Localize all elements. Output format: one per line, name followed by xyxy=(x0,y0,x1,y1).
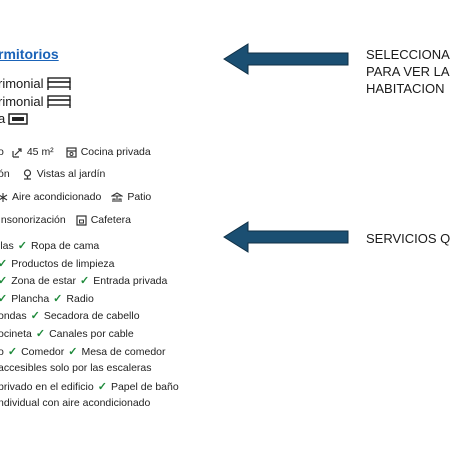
bed-row: rimonial xyxy=(0,94,71,109)
amenity-text: llas xyxy=(0,239,14,252)
sofa-bed-icon xyxy=(8,112,28,125)
facility-text: ón xyxy=(0,168,10,180)
check-icon: ✓ xyxy=(97,381,107,393)
facility-text: Vistas al jardín xyxy=(36,168,106,180)
check-icon: ✓ xyxy=(53,293,63,305)
amenity-row: ndividual con aire acondicionado xyxy=(0,397,150,409)
callout-top: SELECCIONA PARA VER LA HABITACION xyxy=(366,46,450,97)
amenity-row: ✓ Zona de estar ✓ Entrada privada xyxy=(0,274,168,288)
amenity-text: o xyxy=(0,345,4,358)
bed-row: a xyxy=(0,111,28,126)
amenity-text: ocineta xyxy=(0,327,32,340)
facility-text: Cocina privada xyxy=(80,146,151,158)
amenity-row: llas ✓ Ropa de cama xyxy=(0,239,100,253)
bed-row: rimonial xyxy=(0,76,71,91)
amenity-text: ndividual con aire acondicionado xyxy=(0,397,151,409)
check-icon: ✓ xyxy=(0,258,8,270)
left-arrow-icon xyxy=(222,220,350,254)
double-bed-icon xyxy=(46,77,71,90)
coffee-maker-icon xyxy=(76,214,87,226)
garden-view-icon xyxy=(22,168,33,180)
facility-text: Cafetera xyxy=(90,214,131,226)
amenity-row: ✓ Productos de limpieza xyxy=(0,257,115,271)
facility-text: o xyxy=(0,146,4,158)
callout-line: HABITACION xyxy=(366,81,445,96)
amenity-row: ✓ Plancha ✓ Radio xyxy=(0,292,94,306)
check-icon: ✓ xyxy=(0,293,8,305)
bed-label: rimonial xyxy=(0,76,44,91)
amenity-text: Mesa de comedor xyxy=(81,345,166,358)
check-icon: ✓ xyxy=(68,346,78,358)
check-icon: ✓ xyxy=(7,346,18,358)
amenity-text: Plancha xyxy=(11,292,50,305)
check-icon: ✓ xyxy=(35,328,46,340)
kitchen-icon xyxy=(66,146,77,158)
check-icon: ✓ xyxy=(0,275,8,287)
facility-row: o 45 m² Cocina privada xyxy=(0,146,151,158)
amenity-text: Secadora de cabello xyxy=(43,309,140,322)
amenity-text: accesibles solo por las escaleras xyxy=(0,362,152,374)
amenity-text: Radio xyxy=(66,292,94,305)
check-icon: ✓ xyxy=(30,310,40,322)
facility-row: ón Vistas al jardín xyxy=(0,168,105,180)
facility-row: Insonorización Cafetera xyxy=(0,214,131,226)
snowflake-icon xyxy=(0,192,8,203)
section-title-link[interactable]: rmitorios xyxy=(0,46,59,62)
amenity-text: Zona de estar xyxy=(11,274,77,287)
facility-text: Patio xyxy=(127,191,152,203)
amenity-text: Productos de limpieza xyxy=(11,257,115,270)
amenity-text: Canales por cable xyxy=(49,327,134,340)
amenity-row: ondas ✓ Secadora de cabello xyxy=(0,309,140,323)
amenity-text: Comedor xyxy=(21,345,65,358)
amenity-text: Entrada privada xyxy=(93,274,168,287)
bed-label: a xyxy=(0,111,6,126)
amenity-row: privado en el edificio ✓ Papel de baño xyxy=(0,380,179,394)
patio-icon xyxy=(111,191,124,203)
amenity-row: accesibles solo por las escaleras xyxy=(0,362,152,374)
callout-line: PARA VER LA xyxy=(366,64,450,79)
bed-label: rimonial xyxy=(0,94,44,109)
facility-text: Insonorización xyxy=(0,214,66,226)
amenity-row: ocineta ✓ Canales por cable xyxy=(0,327,134,341)
amenity-text: privado en el edificio xyxy=(0,380,94,393)
amenity-row: o ✓ Comedor ✓ Mesa de comedor xyxy=(0,345,166,359)
amenity-text: ondas xyxy=(0,309,27,322)
facility-text: Aire acondicionado xyxy=(12,191,102,203)
facility-row: Aire acondicionado Patio xyxy=(0,191,151,203)
amenity-text: Ropa de cama xyxy=(30,239,100,252)
double-bed-icon xyxy=(46,95,71,108)
check-icon: ✓ xyxy=(80,275,90,287)
left-arrow-icon xyxy=(222,42,350,76)
area-size-icon xyxy=(12,147,23,158)
callout-bottom: SERVICIOS Q xyxy=(366,231,450,246)
amenity-text: Papel de baño xyxy=(110,380,179,393)
room-size: 45 m² xyxy=(26,146,54,158)
check-icon: ✓ xyxy=(17,240,27,252)
callout-line: SELECCIONA xyxy=(366,47,450,62)
